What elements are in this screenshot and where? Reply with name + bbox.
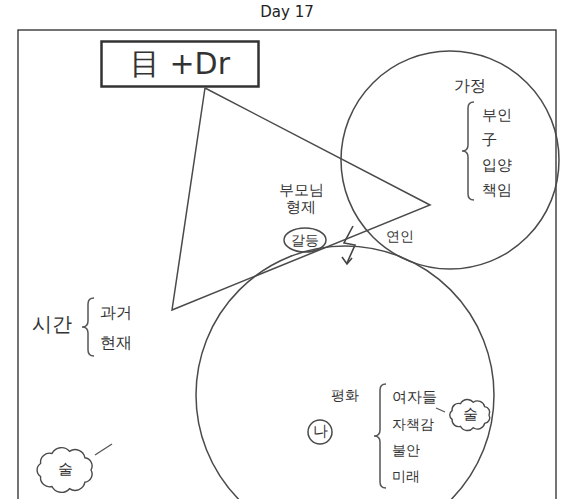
partner-label: 연인 <box>384 228 416 244</box>
circled-word: 갈등 <box>283 227 327 253</box>
self-circle: 나 여자들자책감불안미래 평화 <box>195 245 495 499</box>
time-item: 현재 <box>100 334 132 352</box>
time-item: 과거 <box>100 304 132 322</box>
circle-outline <box>196 246 494 499</box>
cloud-outline <box>450 399 490 430</box>
curly-brace <box>462 102 474 200</box>
family-triangle: 갈등 부모님 형제 <box>172 88 430 310</box>
page-frame <box>18 30 556 499</box>
node-text: 가정 <box>454 77 486 95</box>
curly-brace <box>374 384 386 488</box>
node-text: 부인 <box>482 107 512 124</box>
lightning-bolt <box>344 226 355 263</box>
circle-outline <box>341 51 559 269</box>
node-text: 여자들 <box>392 389 437 406</box>
node-text: 불안 <box>392 442 420 458</box>
arrow-head <box>342 257 352 264</box>
circled-self: 나 <box>307 419 333 445</box>
time-label: 시간 <box>32 313 72 336</box>
cloud-tail <box>95 444 112 455</box>
node-text: 부모님 형제 <box>275 182 327 217</box>
page-title: Day 17 <box>260 4 313 21</box>
note-box: 目 +Dr <box>100 40 260 88</box>
curly-brace <box>82 298 94 356</box>
cloud-tail <box>436 408 445 412</box>
cloud-bubble: 술 <box>33 445 97 495</box>
node-text: 평화 <box>331 387 359 403</box>
node-text: 미래 <box>392 468 420 484</box>
family-circle: 가정부인 子 입양책임 <box>340 50 560 270</box>
circle-outline <box>308 420 332 444</box>
node-outline <box>195 245 495 499</box>
node-text: 술 <box>58 461 73 478</box>
node-text: 子 <box>482 132 497 149</box>
box-outline <box>102 42 259 87</box>
node-text: 目 +Dr <box>130 47 230 82</box>
node-text: 자책감 <box>392 416 434 432</box>
triangle-outline <box>172 88 430 310</box>
node-text: 갈등 <box>291 232 319 248</box>
node-outline <box>340 50 560 270</box>
cloud-outline <box>37 448 92 493</box>
node-text: 술 <box>463 406 478 423</box>
node-text: 입양 <box>482 157 512 174</box>
node-text: 나 <box>313 423 328 440</box>
node-text: 책임 <box>482 182 512 199</box>
cloud-bubble: 술 <box>445 396 495 434</box>
